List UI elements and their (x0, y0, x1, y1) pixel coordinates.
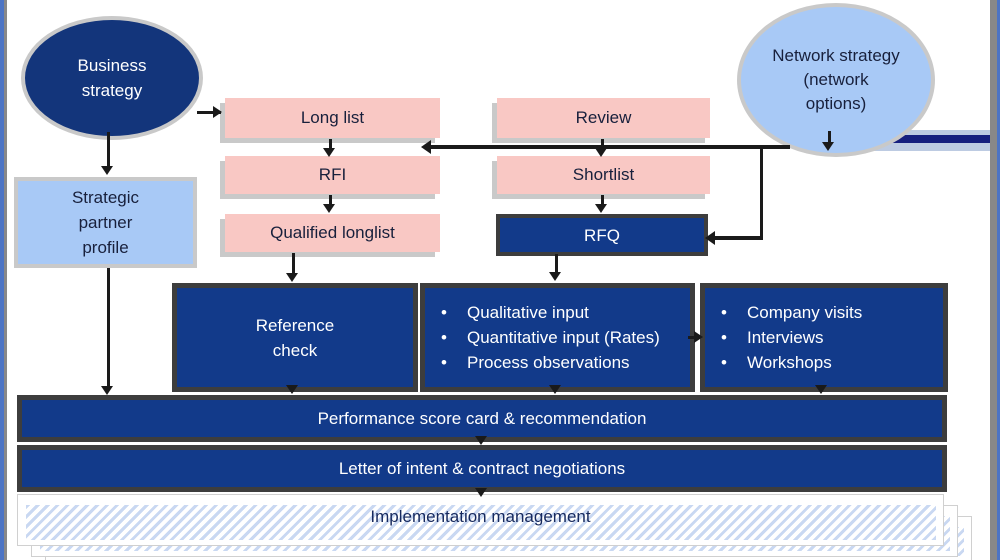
strategic-partner-profile-box: Strategic partner profile (14, 177, 197, 268)
business-strategy-label: Business strategy (77, 56, 147, 100)
arrow-profile-to-performance-head (101, 386, 113, 395)
arrow-letter-to-implementation-head (475, 488, 487, 497)
arrow-to-rfq-vertical (760, 147, 763, 239)
list-item: Qualitative input (425, 300, 672, 325)
arrow-to-rfq-horizontal (714, 236, 763, 240)
arrow-rfq-to-evaluation-head (549, 272, 561, 281)
list-item: Quantitative input (Rates) (425, 325, 672, 350)
evaluation-input-list: Qualitative input Quantitative input (Ra… (425, 300, 690, 375)
reference-check-label: Reference check (255, 315, 335, 360)
network-strategy-label: Network strategy (network options) (772, 46, 900, 113)
rfi-label: RFI (318, 165, 347, 184)
arrow-business-to-longlist-head (213, 106, 222, 118)
arrow-network-down-line (828, 131, 831, 144)
arrow-performance-to-letter-head (475, 436, 487, 445)
rfq-label: RFQ (584, 225, 620, 245)
arrow-rfq-to-evaluation-line (555, 254, 558, 274)
arrow-qualified-to-reference-line (292, 253, 295, 275)
arrow-reference-to-performance-head (286, 385, 298, 394)
arrow-business-to-profile-head (101, 166, 113, 175)
implementation-sheet-front: Implementation management (17, 494, 944, 546)
arrow-network-to-columns-head (421, 140, 431, 154)
arrow-review-to-shortlist-line (601, 139, 604, 151)
shortlist-label: Shortlist (572, 165, 635, 184)
left-edge-strip (0, 0, 4, 560)
stripe-pattern (26, 505, 936, 540)
arrow-qualified-to-reference-head (286, 273, 298, 282)
performance-scorecard-bar: Performance score card & recommendation (17, 395, 947, 442)
network-strategy-ellipse: Network strategy (network options) (737, 3, 935, 157)
arrow-business-to-longlist-line (197, 111, 221, 114)
rfq-box: RFQ (496, 214, 708, 256)
arrow-network-down-head (822, 142, 834, 151)
implementation-label: Implementation management (370, 507, 591, 526)
fieldwork-list: Company visits Interviews Workshops (705, 300, 943, 375)
arrow-review-to-shortlist-head (595, 148, 607, 157)
arrow-rfi-to-qualified-line (329, 195, 332, 206)
shortlist-box: Shortlist (497, 156, 710, 194)
network-ribbon-core (846, 135, 991, 143)
fieldwork-box: Company visits Interviews Workshops (700, 283, 948, 392)
business-strategy-ellipse: Business strategy (21, 16, 203, 140)
right-edge-strip (997, 0, 1000, 560)
list-item: Process observations (425, 350, 672, 375)
review-box: Review (497, 98, 710, 138)
arrow-profile-to-performance-line (107, 268, 110, 388)
letter-of-intent-bar: Letter of intent & contract negotiations (17, 445, 947, 492)
arrow-evaluation-to-fieldwork-head (694, 331, 703, 343)
list-item: Interviews (705, 325, 943, 350)
rfi-box: RFI (225, 156, 440, 194)
reference-check-box: Reference check (172, 283, 418, 392)
arrow-shortlist-to-rfq-line (601, 195, 604, 206)
list-item: Workshops (705, 350, 943, 375)
arrow-to-rfq-head (705, 231, 715, 245)
qualified-longlist-box: Qualified longlist (225, 214, 440, 252)
performance-scorecard-label: Performance score card & recommendation (317, 409, 647, 428)
arrow-business-to-profile-line (107, 132, 110, 168)
list-item: Company visits (705, 300, 943, 325)
arrow-shortlist-to-rfq-head (595, 204, 607, 213)
review-label: Review (575, 108, 632, 127)
long-list-box: Long list (225, 98, 440, 138)
arrow-fieldwork-to-performance-head (815, 385, 827, 394)
arrow-evaluation-to-performance-head (549, 385, 561, 394)
qualified-longlist-label: Qualified longlist (270, 223, 395, 242)
arrow-network-to-columns-line (430, 145, 790, 149)
letter-of-intent-label: Letter of intent & contract negotiations (338, 459, 626, 478)
strategic-partner-profile-label: Strategic partner profile (71, 188, 140, 257)
arrow-longlist-to-rfi-head (323, 148, 335, 157)
arrow-rfi-to-qualified-head (323, 204, 335, 213)
arrow-longlist-to-rfi-line (329, 139, 332, 151)
evaluation-input-box: Qualitative input Quantitative input (Ra… (420, 283, 695, 392)
right-edge-shadow (990, 0, 997, 560)
long-list-label: Long list (300, 108, 365, 127)
left-edge-shadow (4, 0, 7, 560)
